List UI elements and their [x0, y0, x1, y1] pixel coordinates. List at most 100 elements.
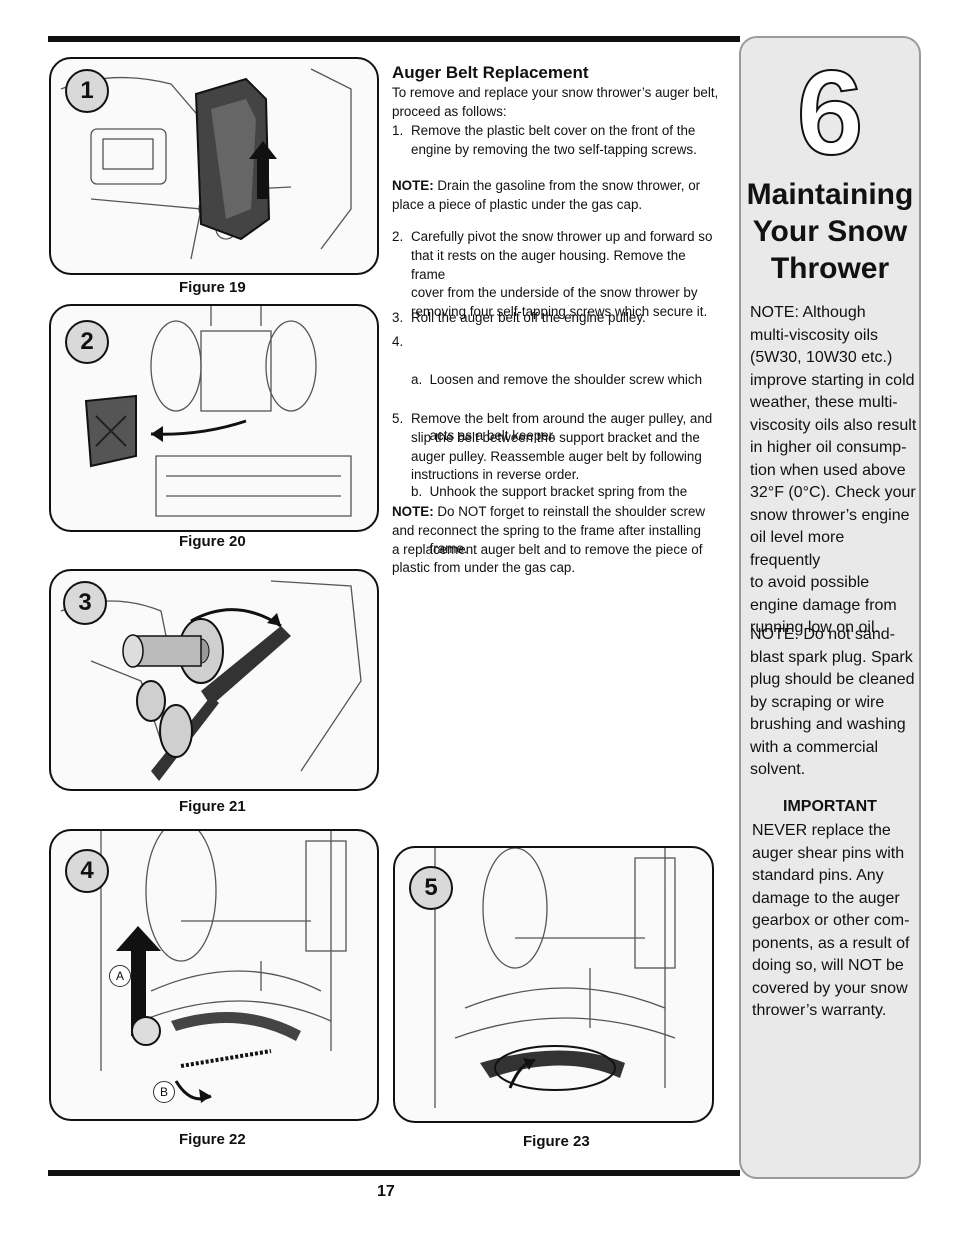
note-line: plastic from under the gas cap.	[392, 560, 576, 576]
figure-21-caption: Figure 21	[179, 798, 246, 815]
step-line: auger pulley. Reassemble auger belt by f…	[411, 448, 702, 464]
sidebar-line: 32°F (0°C). Check your	[750, 484, 916, 501]
step-line: cover from the underside of the snow thr…	[411, 285, 698, 301]
note-label: NOTE:	[392, 504, 434, 519]
chapter-number: 6	[796, 46, 865, 180]
figure-23-illustration: 5	[393, 846, 714, 1123]
step-line: Remove the belt from around the auger pu…	[411, 411, 713, 426]
sidebar-line: plug should be cleaned	[750, 671, 915, 688]
sidebar-line: engine damage from	[750, 596, 897, 614]
page-number: 17	[377, 1183, 395, 1200]
figure-19-badge: 1	[65, 69, 109, 113]
sidebar-line: weather, these multi-	[750, 394, 898, 411]
step-number: 5.	[392, 411, 404, 426]
sidebar-line: doing so, will NOT be	[752, 957, 904, 974]
sidebar-line: with a commercial	[750, 738, 879, 756]
section-heading: Auger Belt Replacement	[392, 63, 589, 82]
sidebar-line: multi-viscosity oils	[750, 326, 879, 344]
sidebar-line: running low on oil.	[750, 619, 879, 636]
step-line: that it rests on the auger housing. Remo…	[411, 247, 686, 282]
figure-23-badge: 5	[409, 866, 453, 910]
sidebar-line: NOTE: Although	[750, 304, 866, 321]
sidebar-line: solvent.	[750, 761, 806, 778]
sidebar-line: oil level more frequently	[750, 529, 845, 569]
note-line: Drain the gasoline from the snow thrower…	[437, 178, 701, 193]
figure-21-illustration: 3	[49, 569, 379, 791]
bottom-rule	[48, 1170, 740, 1176]
step-line: removing four self-tapping screws which …	[411, 304, 708, 320]
figure-22-badge: 4	[65, 849, 109, 893]
step-number: 3.	[392, 310, 404, 325]
step-line: slip the belt between the support bracke…	[411, 429, 700, 445]
sidebar-line: (5W30, 10W30 etc.)	[750, 349, 893, 366]
sidebar-line: blast spark plug. Spark	[750, 648, 913, 666]
figure-19-illustration: 1	[49, 57, 379, 275]
step-line: engine by removing the two self-tapping …	[411, 141, 697, 157]
callout-a: A	[109, 965, 131, 987]
step-1: 1. Remove the plastic belt cover on the …	[392, 122, 722, 162]
auger-pulley-spring-drawing	[100, 831, 347, 1103]
step-5: 5. Remove the belt from around the auger…	[392, 410, 722, 488]
figure-23-caption: Figure 23	[523, 1133, 590, 1150]
sidebar-line: thrower’s warranty.	[752, 1002, 887, 1019]
note-line: and reconnect the spring to the frame af…	[392, 522, 701, 538]
callout-b: B	[153, 1081, 175, 1103]
sidebar-line: standard pins. Any	[752, 867, 884, 884]
chapter-title-line: Your Snow	[752, 215, 908, 248]
figure-21-badge: 3	[63, 581, 107, 625]
step-number: 1.	[392, 123, 404, 138]
sidebar-line: to avoid possible	[750, 574, 870, 591]
sidebar-line: viscosity oils also result	[750, 416, 917, 434]
step-line: acts as a belt keeper.	[411, 427, 557, 443]
sidebar-line: auger shear pins with	[752, 844, 905, 862]
sidebar-line: brushing and washing	[750, 716, 906, 733]
sidebar-line: damage to the auger	[752, 889, 900, 907]
step-number: 4.	[392, 334, 404, 349]
engine-pulley-belt-drawing	[60, 580, 362, 781]
step-line: frame.	[411, 540, 468, 556]
note-line: Do NOT forget to reinstall the shoulder …	[437, 504, 706, 519]
intro-line: proceed as follows:	[392, 103, 507, 119]
figure-20-caption: Figure 20	[179, 533, 246, 550]
intro-text: To remove and replace your snow thrower’…	[392, 84, 718, 122]
step-line: Remove the plastic belt cover on the fro…	[411, 123, 696, 138]
intro-line: To remove and replace your snow thrower’…	[392, 85, 719, 100]
sidebar-line: gearbox or other com-	[752, 912, 910, 929]
step-line: Carefully pivot the snow thrower up and …	[411, 229, 713, 244]
note-reinstall: NOTE: Do NOT forget to reinstall the sho…	[392, 503, 705, 578]
chapter-title: Maintaining Your Snow Thrower	[741, 176, 919, 287]
step-3: 3. Roll the auger belt off the engine pu…	[392, 309, 722, 329]
sidebar-line: in higher oil consump-	[750, 439, 907, 456]
figure-20-badge: 2	[65, 320, 109, 364]
sidebar-note-oil: NOTE: Although multi-viscosity oils (5W3…	[750, 302, 918, 640]
chapter-title-line: Thrower	[770, 252, 890, 285]
step-4: 4. a. Loosen and remove the shoulder scr…	[392, 333, 722, 556]
important-heading: IMPORTANT	[783, 798, 877, 815]
sidebar-line: improve starting in cold	[750, 371, 915, 389]
important-text: NEVER replace the auger shear pins with …	[752, 820, 918, 1023]
figure-19-caption: Figure 19	[179, 279, 246, 296]
step-line: a. Loosen and remove the shoulder screw …	[411, 371, 703, 387]
chapter-title-line: Maintaining	[746, 178, 914, 211]
top-rule	[48, 36, 740, 42]
step-line: instructions in reverse order.	[411, 467, 580, 483]
note-gasoline: NOTE: Drain the gasoline from the snow t…	[392, 177, 700, 215]
figure-22-illustration: 4 A B	[49, 829, 379, 1121]
sidebar-line: covered by your snow	[752, 979, 908, 997]
sidebar-line: snow thrower’s engine	[750, 506, 910, 524]
engine-belt-cover-drawing	[60, 68, 352, 260]
step-line: Roll the auger belt off the engine pulle…	[411, 310, 646, 325]
note-label: NOTE:	[392, 178, 434, 193]
note-line: a replacement auger belt and to remove t…	[392, 541, 703, 557]
chapter-sidebar: 6 Maintaining Your Snow Thrower NOTE: Al…	[739, 36, 921, 1179]
note-line: place a piece of plastic under the gas c…	[392, 196, 643, 212]
figure-20-illustration: 2	[49, 304, 379, 532]
sidebar-line: NEVER replace the	[752, 822, 891, 839]
sidebar-line: by scraping or wire	[750, 693, 885, 711]
frame-cover-removal-drawing	[84, 306, 352, 517]
belt-routing-drawing	[434, 848, 676, 1108]
figure-22-caption: Figure 22	[179, 1131, 246, 1148]
step-line: b. Unhook the support bracket spring fro…	[411, 484, 688, 500]
step-number: 2.	[392, 229, 404, 244]
step-2: 2. Carefully pivot the snow thrower up a…	[392, 228, 722, 319]
